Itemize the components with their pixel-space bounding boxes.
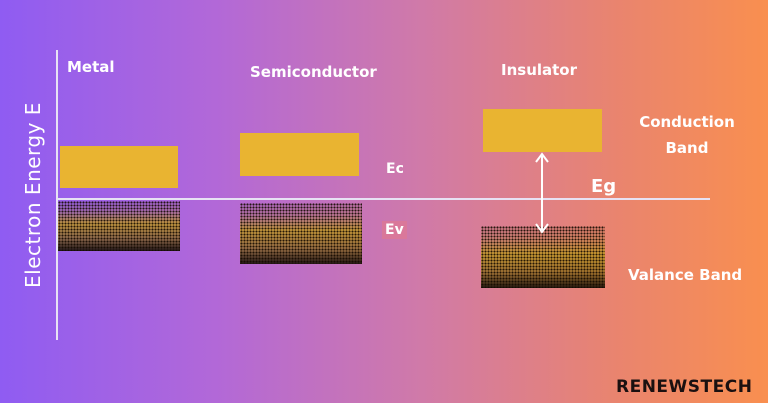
fermi-level-line bbox=[56, 198, 710, 200]
metal-valence-band bbox=[58, 201, 180, 251]
ev-label: Ev bbox=[382, 221, 407, 239]
insulator-valence-band bbox=[481, 226, 605, 288]
energy-axis bbox=[56, 50, 58, 340]
metal-label: Metal bbox=[67, 58, 115, 76]
conduction-band-label: Conduction Band bbox=[639, 113, 735, 157]
insulator-conduction-band bbox=[483, 109, 602, 152]
band-gap-arrow bbox=[535, 152, 549, 234]
brand-logo-text: RENEWSTECH bbox=[616, 377, 753, 397]
ec-label: Ec bbox=[386, 161, 404, 177]
valence-band-label: Valance Band bbox=[628, 266, 743, 284]
semiconductor-valence-band bbox=[240, 203, 362, 264]
semiconductor-conduction-band bbox=[240, 133, 359, 176]
eg-label: Eg bbox=[591, 176, 617, 197]
semiconductor-label: Semiconductor bbox=[250, 63, 377, 81]
y-axis-label: Electron Energy E bbox=[21, 102, 45, 288]
insulator-label: Insulator bbox=[501, 61, 578, 79]
metal-conduction-band bbox=[60, 146, 178, 188]
